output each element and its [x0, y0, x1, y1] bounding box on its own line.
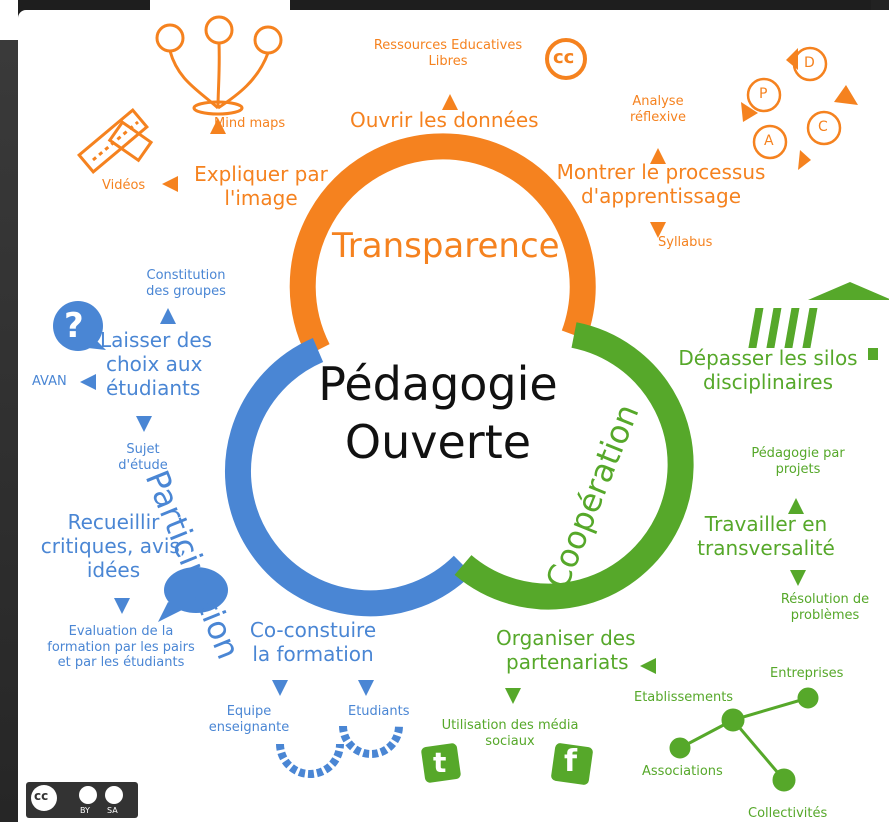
participation-lobe	[225, 338, 473, 617]
arrow-left-partners	[640, 658, 656, 674]
arrow-up-projects	[788, 498, 804, 514]
diagram-canvas: Pédagogie Ouverte Transparence Participa…	[18, 10, 889, 822]
twitter-icon	[421, 743, 461, 783]
mind-map-icon	[155, 15, 283, 116]
facebook-icon	[551, 743, 593, 785]
lobe-label-transparence: Transparence	[332, 226, 560, 266]
avan-label: AVAN	[32, 374, 67, 389]
arrow-down-team	[272, 680, 288, 696]
students-label: Etudiants	[348, 704, 410, 719]
pdca-d-label: D	[804, 55, 815, 71]
background-left-panel	[0, 40, 18, 822]
diagram-graphics	[26, 15, 889, 818]
arrow-up-reflexive	[650, 148, 666, 164]
open-data-label: Ouvrir les données	[350, 108, 539, 132]
license-sa-text: SA	[107, 806, 118, 815]
arrow-up-mindmaps	[210, 118, 226, 134]
speech-bubble-icon	[164, 567, 228, 613]
arrow-down-eval	[114, 598, 130, 614]
arrow-down-social	[505, 688, 521, 704]
film-strip-icon	[77, 107, 154, 175]
pdca-arrows-icon	[741, 48, 858, 170]
arrow-up-oer	[442, 94, 458, 110]
arrow-left-avan	[80, 374, 96, 390]
gears-icon	[276, 725, 403, 778]
cc-logo-icon	[545, 38, 587, 80]
videos-label: Vidéos	[102, 178, 146, 193]
question-mark-glyph: ?	[64, 306, 84, 346]
arrow-up-groups	[160, 308, 176, 324]
cooperation-lobe	[454, 322, 694, 610]
arrow-down-syllabus	[650, 222, 666, 238]
pdca-p-label: P	[759, 86, 768, 102]
license-cc-text: cc	[34, 789, 49, 803]
cc-logo-text: cc	[553, 47, 575, 68]
center-title: Pédagogie Ouverte	[308, 356, 568, 471]
choices-label: Laisser des choix aux étudiants	[100, 328, 213, 400]
companies-label: Entreprises	[770, 666, 844, 681]
arrow-left-videos	[162, 176, 178, 192]
communities-label: Collectivités	[748, 806, 828, 821]
arrow-down-students	[358, 680, 374, 696]
mind-maps-label: Mind maps	[214, 116, 286, 131]
building-icon	[748, 282, 889, 360]
center-title-line1: Pédagogie	[318, 357, 558, 411]
institutions-label: Etablissements	[634, 690, 734, 705]
arrow-down-subject	[136, 416, 152, 432]
pdca-a-label: A	[764, 133, 774, 149]
facebook-glyph: f	[564, 744, 578, 779]
license-by-text: BY	[80, 806, 90, 815]
arrow-down-problems	[790, 570, 806, 586]
associations-label: Associations	[642, 764, 723, 779]
network-icon	[669, 687, 819, 792]
question-icon	[53, 301, 103, 351]
center-title-line2: Ouverte	[344, 414, 532, 469]
twitter-glyph: t	[433, 746, 447, 779]
pdca-c-label: C	[818, 119, 828, 135]
transparence-lobe	[289, 133, 596, 356]
syllabus-label: Syllabus	[658, 235, 713, 250]
